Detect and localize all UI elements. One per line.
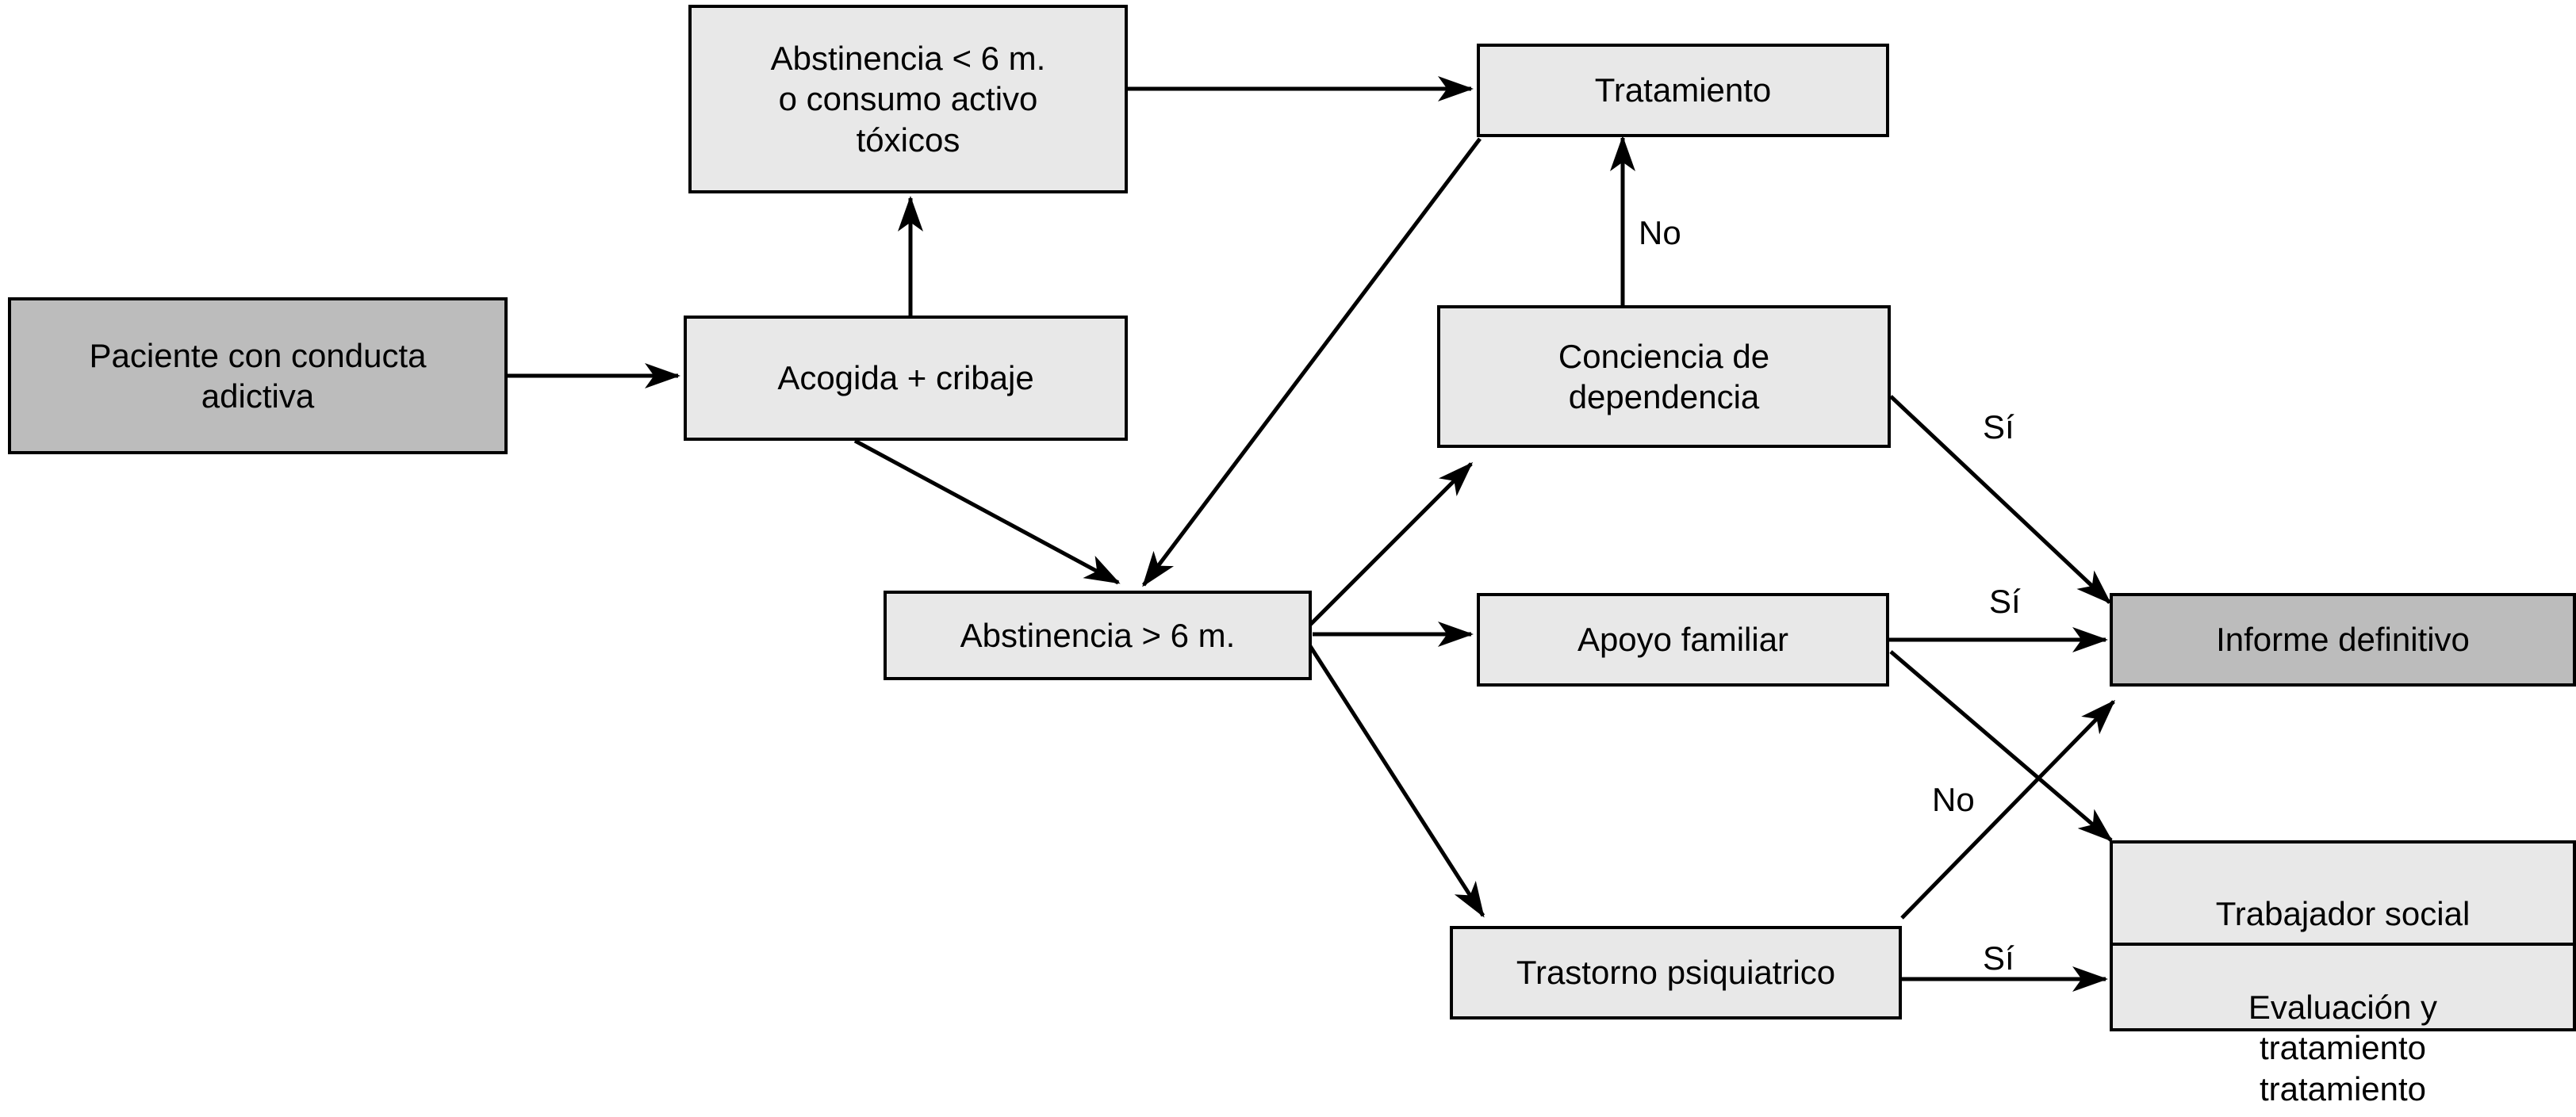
node-label: Conciencia de dependencia — [1558, 337, 1770, 415]
node-informe-definitivo[interactable]: Informe definitivo — [2110, 593, 2576, 687]
edge-abstinencia-mayor-conciencia — [1307, 461, 1474, 628]
edge-label-no-apoyo: No — [1932, 781, 1975, 818]
node-label: Trabajador social — [2215, 894, 2471, 932]
edge-label-si-apoyo: Sí — [1989, 583, 2021, 620]
node-trastorno-psiquiatrico[interactable]: Trastorno psiquiatrico — [1450, 926, 1902, 1019]
node-abstinencia-mayor-6m[interactable]: Abstinencia > 6 m. — [884, 591, 1312, 680]
node-tratamiento[interactable]: Tratamiento — [1477, 44, 1889, 137]
node-acogida-cribaje[interactable]: Acogida + cribaje — [684, 316, 1128, 441]
edge-tratamiento-abstinencia-mayor — [1142, 137, 1482, 587]
node-label: Abstinencia < 6 m. o consumo activo tóxi… — [770, 40, 1046, 159]
edge-label-si-trastorno: Sí — [1983, 939, 2014, 977]
edge-apoyo-trabajador — [1889, 650, 2114, 842]
node-trabajador-social[interactable]: Trabajador social Evaluación y tratamien… — [2110, 840, 2576, 1107]
node-label: Abstinencia > 6 m. — [960, 616, 1236, 654]
node-conciencia-de-dependencia[interactable]: Conciencia de dependencia — [1437, 305, 1891, 448]
trabajador-social-body: Evaluación y tratamiento tratamiento — [2113, 986, 2573, 1109]
edge-label-no-conciencia: No — [1639, 214, 1681, 251]
node-label: Acogida + cribaje — [777, 359, 1034, 397]
edge-abstinencia-mayor-trastorno — [1306, 642, 1485, 918]
node-abstinencia-menor-6m[interactable]: Abstinencia < 6 m. o consumo activo tóxi… — [688, 5, 1128, 193]
node-label: Apoyo familiar — [1577, 621, 1789, 659]
node-label: Paciente con conducta adictiva — [89, 336, 427, 415]
node-label: Informe definitivo — [2216, 621, 2470, 659]
node-paciente-con-conducta-adictiva[interactable]: Paciente con conducta adictiva — [8, 297, 508, 454]
edge-label-si-conciencia: Sí — [1983, 408, 2014, 446]
edge-acogida-abstinencia-mayor — [853, 438, 1121, 585]
trabajador-social-header: Trabajador social — [2113, 884, 2573, 947]
node-label: Evaluación y tratamiento tratamiento — [2248, 989, 2438, 1107]
node-apoyo-familiar[interactable]: Apoyo familiar — [1477, 593, 1889, 687]
node-label: Tratamiento — [1594, 71, 1772, 109]
node-label: Trastorno psiquiatrico — [1516, 954, 1836, 992]
